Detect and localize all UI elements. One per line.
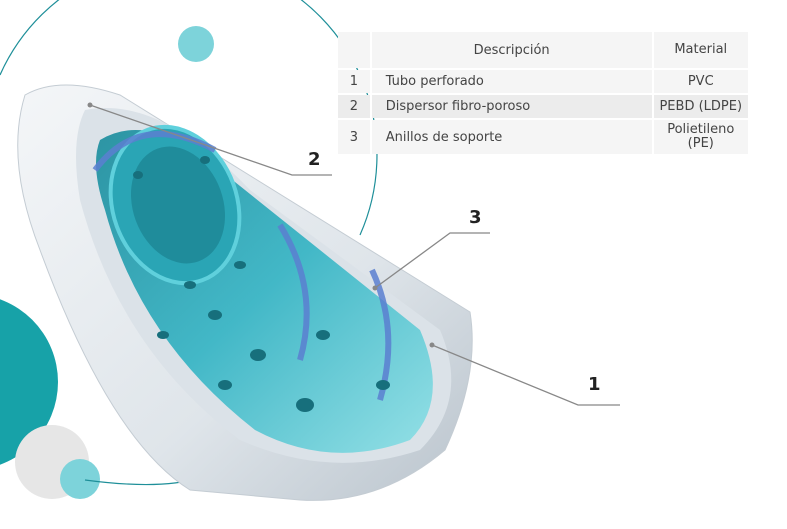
perforation-holes [133, 156, 390, 412]
perforation-hole [296, 398, 314, 412]
perforation-hole [316, 330, 330, 340]
header-number [338, 32, 372, 68]
decor-big-teal-circle [0, 299, 58, 465]
perforation-hole [200, 156, 210, 164]
perforation-hole [133, 171, 143, 179]
support-ring-2 [277, 223, 310, 361]
callout-dot-1 [429, 342, 435, 348]
row-material: PVC [653, 70, 748, 93]
perforation-hole [376, 380, 390, 390]
parts-table: Descripción Material 1 Tubo perforado PV… [338, 30, 748, 156]
callout-label-2: 2 [308, 149, 321, 170]
callout-line-1 [431, 344, 620, 406]
callout-label-3: 3 [469, 207, 482, 228]
table-row: 2 Dispersor fibro-poroso PEBD (LDPE) [338, 95, 748, 118]
perforation-hole [208, 310, 222, 320]
callout-line-3 [374, 232, 490, 289]
header-description: Descripción [371, 32, 654, 68]
perforation-hole [250, 349, 266, 361]
table-header-row: Descripción Material [338, 32, 748, 68]
row-number: 2 [338, 95, 372, 118]
callout-line-2 [89, 104, 332, 176]
tube-inner-opening [130, 146, 226, 264]
table-row: 1 Tubo perforado PVC [338, 70, 748, 93]
perforation-hole [218, 380, 232, 390]
perforation-hole [157, 331, 169, 339]
table-row: 3 Anillos de soporte Polietileno (PE) [338, 120, 748, 154]
row-number: 3 [338, 120, 372, 154]
decor-small-teal-circle-bottom [60, 459, 100, 499]
perforation-hole [184, 281, 196, 289]
row-description: Anillos de soporte [371, 120, 654, 154]
callout-dot-2 [87, 102, 93, 108]
row-material: PEBD (LDPE) [653, 95, 748, 118]
callout-dot-3 [372, 285, 378, 291]
row-material: Polietileno (PE) [653, 120, 748, 154]
perforation-hole [234, 261, 246, 269]
row-description: Dispersor fibro-poroso [371, 95, 654, 118]
decor-small-teal-circle-top [178, 26, 214, 62]
header-material: Material [653, 32, 748, 68]
row-description: Tubo perforado [371, 70, 654, 93]
callout-label-1: 1 [588, 374, 601, 395]
row-number: 1 [338, 70, 372, 93]
